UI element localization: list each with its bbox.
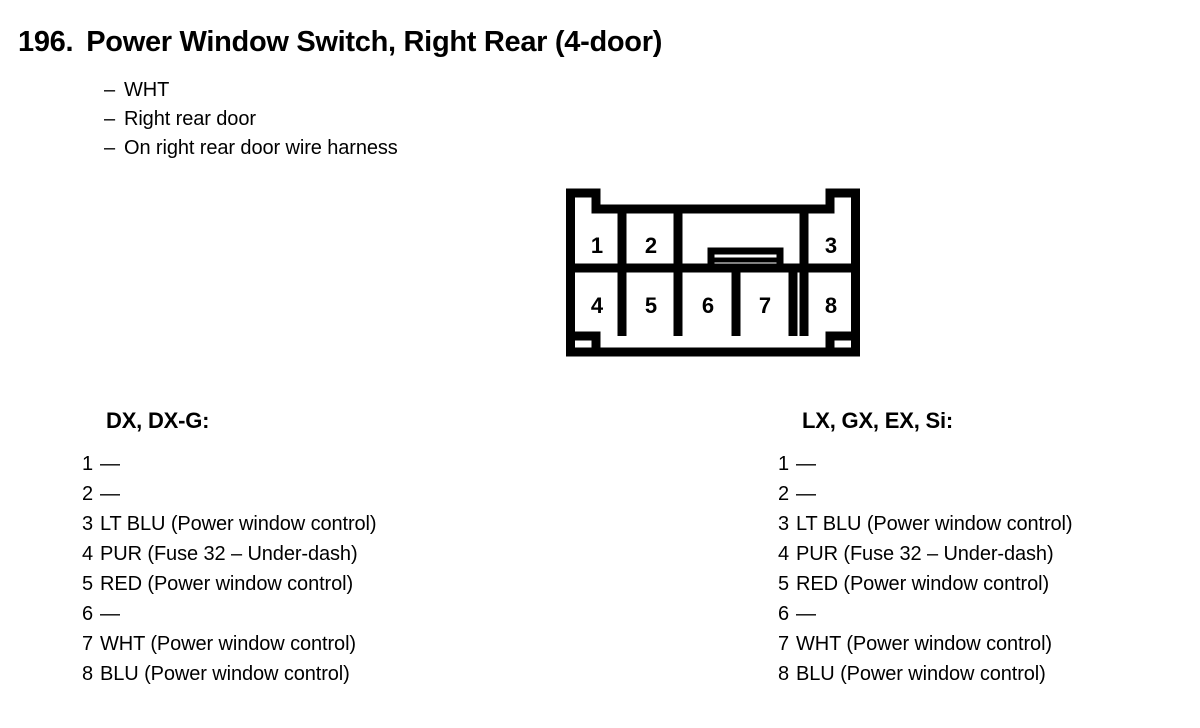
pin-number: 5 [82, 573, 94, 595]
pin-description: LT BLU (Power window control) [796, 513, 1073, 535]
title-text: Power Window Switch, Right Rear (4-door) [86, 26, 663, 58]
list-item: –WHT [104, 76, 398, 105]
dash-marker: – [104, 108, 116, 130]
latch-tab-icon [707, 247, 784, 268]
pin-row: 2 — [82, 483, 376, 513]
pin-number: 6 [778, 603, 790, 625]
pin-description: LT BLU (Power window control) [100, 513, 377, 535]
pin-row: 4 PUR (Fuse 32 – Under-dash) [82, 543, 376, 573]
pin-row: 7 WHT (Power window control) [82, 633, 376, 663]
pin-number: 8 [778, 663, 790, 685]
list-item-label: On right rear door wire harness [124, 137, 398, 159]
pin-row: 3 LT BLU (Power window control) [778, 513, 1073, 543]
pin-label-7: 7 [759, 293, 771, 318]
description-list: –WHT –Right rear door –On right rear doo… [104, 76, 398, 163]
pin-number: 5 [778, 573, 790, 595]
pin-description: PUR (Fuse 32 – Under-dash) [796, 543, 1054, 565]
pin-description: RED (Power window control) [796, 573, 1050, 595]
pin-label-2: 2 [645, 233, 657, 258]
pin-number: 1 [778, 453, 790, 475]
pin-number: 4 [778, 543, 790, 565]
pin-list-lx: LX, GX, EX, Si: 1 — 2 — 3 LT BLU (Power … [778, 408, 1073, 693]
pin-description: WHT (Power window control) [100, 633, 356, 655]
pin-description: WHT (Power window control) [796, 633, 1052, 655]
list-item-label: WHT [124, 79, 170, 101]
pin-number: 8 [82, 663, 94, 685]
pin-row: 1 — [82, 453, 376, 483]
pin-label-6: 6 [702, 293, 714, 318]
list-item-label: Right rear door [124, 108, 256, 130]
pin-description: — [796, 603, 816, 625]
pin-label-4: 4 [591, 293, 604, 318]
pin-label-1: 1 [591, 233, 603, 258]
pin-list-dx: DX, DX-G: 1 — 2 — 3 LT BLU (Power window… [82, 408, 377, 693]
pin-number: 2 [82, 483, 94, 505]
pin-label-8: 8 [825, 293, 837, 318]
pin-list-header: LX, GX, EX, Si: [802, 408, 954, 433]
pin-label-3: 3 [825, 233, 837, 258]
pin-description: — [796, 483, 816, 505]
list-item: –Right rear door [104, 105, 398, 134]
pin-row: 8 BLU (Power window control) [82, 663, 376, 693]
pin-description: RED (Power window control) [100, 573, 354, 595]
pin-description: PUR (Fuse 32 – Under-dash) [100, 543, 358, 565]
connector-bottom-notch-left [570, 331, 601, 352]
connector-bottom-notch-right [825, 331, 856, 352]
pin-row: 3 LT BLU (Power window control) [82, 513, 377, 543]
pin-description: — [796, 453, 816, 475]
pin-number: 4 [82, 543, 94, 565]
connector-diagram: 1 2 3 4 5 6 7 8 [566, 188, 860, 357]
page-title: 196. Power Window Switch, Right Rear (4-… [18, 26, 662, 59]
pin-description: — [100, 603, 120, 625]
pin-label-5: 5 [645, 293, 657, 318]
pin-description: — [100, 453, 120, 475]
pin-description: — [100, 483, 120, 505]
pin-number: 3 [778, 513, 790, 535]
dash-marker: – [104, 137, 116, 159]
pin-row: 5 RED (Power window control) [82, 573, 376, 603]
dash-marker: – [104, 79, 116, 101]
pin-row: 6 — [82, 603, 376, 633]
pin-description: BLU (Power window control) [796, 663, 1046, 685]
pin-row: 5 RED (Power window control) [778, 573, 1072, 603]
pin-number: 7 [82, 633, 94, 655]
list-item: –On right rear door wire harness [104, 134, 398, 163]
pin-number: 1 [82, 453, 94, 475]
pin-number: 6 [82, 603, 94, 625]
pin-number: 3 [82, 513, 94, 535]
pin-row: 4 PUR (Fuse 32 – Under-dash) [778, 543, 1072, 573]
pin-number: 7 [778, 633, 790, 655]
pin-row: 2 — [778, 483, 1072, 513]
pin-list-header: DX, DX-G: [106, 408, 210, 433]
pin-row: 8 BLU (Power window control) [778, 663, 1072, 693]
pin-description: BLU (Power window control) [100, 663, 350, 685]
pin-row: 1 — [778, 453, 1072, 483]
pin-number: 2 [778, 483, 790, 505]
connector-body-outline [566, 188, 860, 357]
title-number: 196. [18, 26, 74, 58]
pin-row: 7 WHT (Power window control) [778, 633, 1072, 663]
pin-row: 6 — [778, 603, 1072, 633]
